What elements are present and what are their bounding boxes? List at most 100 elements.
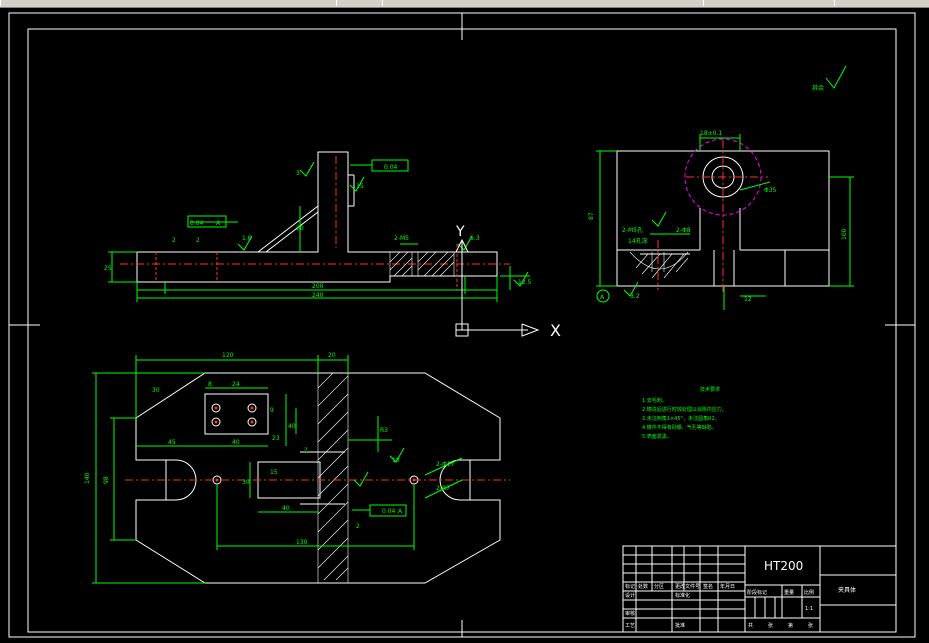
dim-text: 9 [270,407,274,414]
dim-text: 8 [208,381,212,388]
roughness-other-symbol: 其余 [812,65,847,92]
toolbar-segment [834,0,929,6]
cad-drawing-canvas[interactable]: 200 240 25 30 2 2 0.04 A 0.04 1.6 2-M5 6… [0,8,929,643]
dim-text: 3.2 [630,293,640,300]
side-view-hatch [629,251,689,279]
tb-cell: 分区 [654,583,664,590]
side-view-dimensions [596,134,854,310]
plan-view-dim-text: 120 20 8 24 9 45 40 23 40 140 98 30 30 1… [84,352,455,546]
dim-text: 6.3 [470,235,480,242]
tech-item: 5.表面发黑。 [642,433,672,440]
material-label: HT200 [764,559,803,573]
tb-cell: 张 [808,622,813,629]
tb-cell: 第 [788,622,793,629]
tech-item: 2.铸造后进行时效处理以消除内应力。 [642,406,727,413]
tb-cell: 签名 [703,583,713,590]
tb-cell: 比例 [804,589,814,596]
plan-view-hole-centers [214,406,416,482]
title-block-text: 标记 处数 分区 更改文件号 签名 年月日 设计 标准化 审核 工艺 批准 阶段… [625,583,814,629]
toolbar-segment [0,0,337,6]
tb-cell: 重量 [784,589,794,596]
front-view[interactable] [120,151,510,290]
dim-text: 12 [744,296,752,303]
plan-view-holes [211,403,419,485]
tb-cell: 张 [768,622,773,629]
side-view[interactable] [616,150,830,287]
dim-text: 98 [103,476,110,484]
dim-text: 24 [232,381,240,388]
toolbar-segment [336,0,383,6]
dim-text: 3 [296,170,300,177]
dim-text: 15 [270,469,278,476]
dim-text: 100 [841,228,848,240]
dim-text: 2 [196,237,200,244]
tb-cell: 标准化 [675,592,690,599]
tb-cell: 处数 [638,583,648,590]
tb-cell: 共 [748,622,753,629]
dim-text: 12.5 [518,279,532,286]
dim-text: 87 [588,212,595,220]
dim-text: 40 [282,505,290,512]
dim-text: 30 [152,387,160,394]
tb-cell: 1:1 [805,606,813,612]
dim-text: Φ35 [764,187,777,194]
toolbar-segment [703,0,835,6]
dim-text: 130 [296,539,308,546]
tb-cell: 工艺 [625,623,635,629]
ucs-x-label: X [550,321,561,340]
dim-text: 40 [232,439,240,446]
dim-text: 2-M5 [394,235,409,242]
plan-view-dimensions [92,355,463,584]
dim-text: 45 [168,439,176,446]
pitch-circle [684,138,762,216]
roughness-value: 1.6 [242,235,252,242]
dim-text: 2-M5孔 [622,226,643,234]
side-view-centerlines [657,140,768,292]
roughness-label: 其余 [812,84,824,92]
tb-cell: 设计 [625,592,635,599]
title-block[interactable] [622,545,897,633]
dim-text: 120 [222,352,234,359]
tol-value: 0.04 [384,164,398,171]
tech-item: 4.铸件不得有砂眼、气孔等缺陷。 [642,424,717,431]
dim-text: 200 [312,283,324,290]
tech-item: 3.未注倒角1×45°，未注圆角R2。 [642,415,720,422]
section-label: A [600,294,605,301]
tb-cell: 标记 [625,583,635,590]
dim-text: 25 [104,265,112,272]
dim-text: 20 [328,352,336,359]
tol-value: 0.04 [382,508,396,515]
dim-text: 240 [312,292,324,299]
dim-text: 2-Φ8 [676,227,691,234]
tol-value: 0.04 [190,220,204,227]
tech-requirements: 技术要求 1.去毛刺。 2.铸造后进行时效处理以消除内应力。 3.未注倒角1×4… [642,386,727,440]
tb-cell: 审核 [625,610,635,617]
dim-text: 2-Φ17 [436,461,455,468]
dim-text: R3 [380,427,388,434]
dim-text: 40 [288,423,296,430]
tb-cell: 批准 [675,622,685,629]
tb-cell: 阶段标记 [747,589,767,596]
dim-text: 2 [304,447,308,454]
tech-item: 1.去毛刺。 [642,397,667,404]
dim-text: 2 [172,237,176,244]
tol-datum: A [216,220,221,227]
dim-text: 2 [356,523,360,530]
front-view-dimensions [108,159,530,302]
dim-text: 10 [392,457,400,464]
centering-marks [9,13,915,637]
dim-text: 140 [84,472,91,484]
tb-cell: 年月日 [720,583,735,590]
front-view-dim-text: 200 240 25 30 2 2 0.04 A 0.04 1.6 2-M5 6… [104,164,532,299]
toolbar-strip [0,0,929,8]
tb-cell: 更改文件号 [675,583,700,590]
part-name: 夹具体 [838,586,856,594]
dim-text: 30 [296,225,304,232]
dim-text: 15 [356,183,364,190]
dim-text: 23 [272,435,280,442]
tol-datum: A [398,508,403,515]
dim-text: 18±0.1 [700,130,722,137]
dim-text: 2-R7 [436,485,450,492]
side-view-dim-text: 18±0.1 87 100 Φ35 2-M5孔 2-Φ8 14孔深 12 3.2… [588,130,848,303]
front-view-hatch [389,251,455,277]
